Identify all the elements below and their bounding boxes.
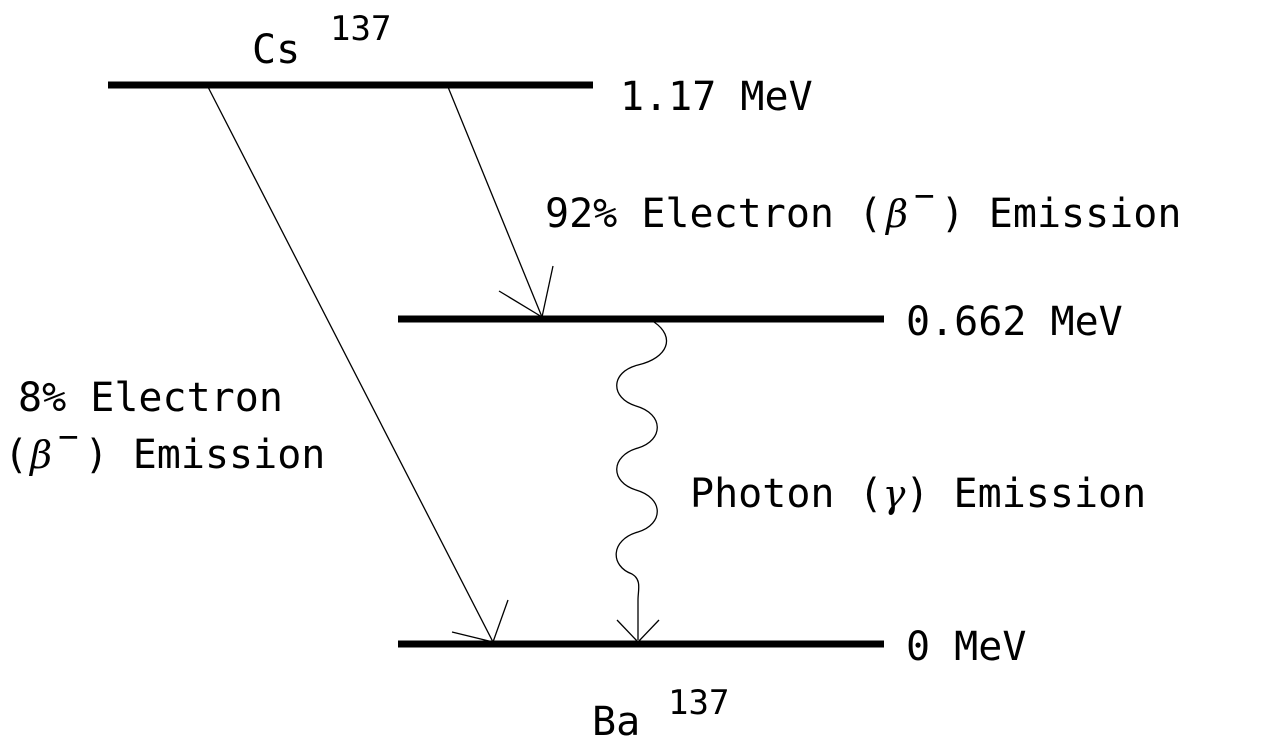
gamma-label-prefix: Photon ( xyxy=(690,471,883,517)
beta-minus-superscript: − xyxy=(914,176,934,216)
gamma-label-suffix: ) Emission xyxy=(905,471,1146,517)
beta-symbol: β xyxy=(28,433,52,477)
energy-label-0: 0 MeV xyxy=(906,624,1026,670)
beta-92-arrow xyxy=(447,86,554,318)
daughter-element-label: Ba xyxy=(592,699,640,745)
gamma-photon-arrow xyxy=(615,321,667,643)
beta-92-label-suffix: ) Emission xyxy=(941,191,1182,237)
beta-8-label-suffix: ) Emission xyxy=(85,432,326,478)
beta-symbol: β xyxy=(884,192,908,236)
parent-mass-number: 137 xyxy=(330,9,391,49)
energy-label-1-17: 1.17 MeV xyxy=(620,74,813,120)
gamma-label: Photon (γ) Emission xyxy=(690,471,1146,517)
beta-8-label-prefix: ( xyxy=(4,432,28,478)
beta-8-label-line1: 8% Electron xyxy=(18,375,283,421)
beta-92-label: 92% Electron (β−) Emission xyxy=(545,176,1181,237)
beta-92-label-prefix: 92% Electron ( xyxy=(545,191,882,237)
parent-element-label: Cs xyxy=(252,27,300,73)
beta-8-arrow xyxy=(207,86,509,643)
beta-minus-superscript: − xyxy=(58,417,78,457)
daughter-mass-number: 137 xyxy=(668,683,729,723)
gamma-symbol: γ xyxy=(883,472,906,516)
beta-8-label-line2: (β−) Emission xyxy=(4,417,325,478)
energy-label-0-662: 0.662 MeV xyxy=(906,299,1123,345)
